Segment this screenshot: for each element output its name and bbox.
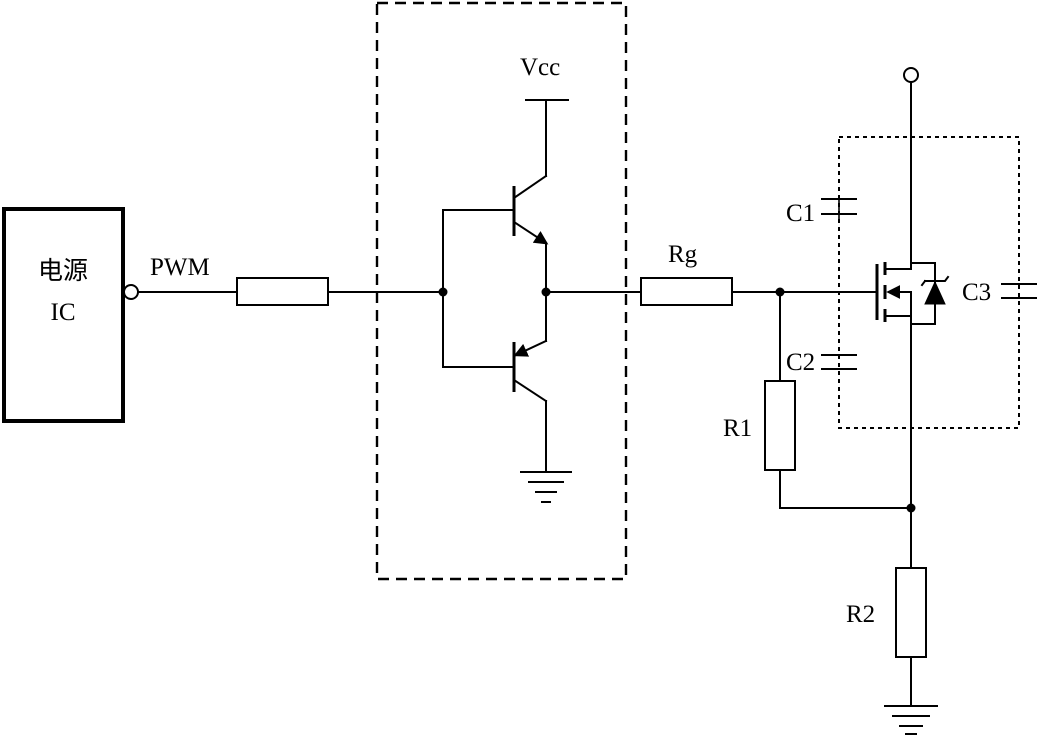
ground-symbol-output — [884, 705, 938, 735]
resistor-r2 — [895, 567, 927, 658]
c1-label: C1 — [786, 200, 815, 227]
pwm-label: PWM — [150, 254, 210, 281]
power-ic-block: 电源 IC — [2, 207, 125, 423]
r1-label: R1 — [723, 415, 752, 442]
ground-symbol-driver — [520, 471, 572, 503]
capacitor-c1 — [821, 198, 857, 221]
input-resistor — [236, 277, 329, 306]
parasitic-cap-box — [838, 136, 1020, 429]
capacitor-c2 — [821, 354, 857, 370]
ic-label-line2: IC — [51, 299, 76, 326]
wire-r1-bottom — [779, 469, 912, 509]
c3-label: C3 — [962, 279, 991, 306]
vcc-label: Vcc — [520, 54, 560, 81]
drain-terminal — [903, 67, 919, 83]
r2-label: R2 — [846, 601, 875, 628]
ic-label-line1: 电源 — [38, 256, 88, 285]
pwm-pin — [123, 284, 139, 300]
npn-transistor — [512, 174, 549, 245]
mosfet — [875, 262, 950, 325]
pnp-transistor — [512, 339, 548, 403]
c2-label: C2 — [786, 349, 815, 376]
resistor-r1 — [764, 380, 796, 471]
gate-resistor-rg — [640, 277, 733, 306]
capacitor-c3 — [1001, 283, 1037, 299]
rg-label: Rg — [668, 241, 698, 268]
